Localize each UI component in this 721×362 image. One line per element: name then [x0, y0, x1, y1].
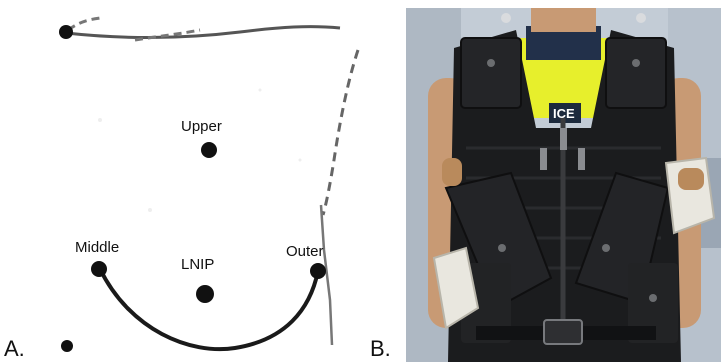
upper-point [201, 142, 217, 158]
lower-right-snap [649, 294, 657, 302]
outer-label: Outer [286, 243, 324, 260]
right-dashed-contour [323, 50, 358, 215]
shoulder-marker-right [636, 13, 646, 23]
waist-buckle [544, 320, 582, 344]
middle-label: Middle [75, 239, 119, 256]
zipper-pull-left [540, 148, 547, 170]
zipper-pull-center [560, 128, 567, 150]
upper-left-snap [487, 59, 495, 67]
landmark-diagram: Upper Middle LNIP Outer [40, 0, 360, 362]
panel-a-label: A. [4, 336, 25, 362]
corner-marker-top-left [59, 25, 73, 39]
left-arm-sensor [442, 158, 462, 186]
panel-b-label: B. [370, 336, 391, 362]
vest-photo: ICE [406, 8, 721, 362]
right-chest-snap [602, 244, 610, 252]
upper-label: Upper [181, 118, 222, 135]
outer-point [310, 263, 326, 279]
lnip-label: LNIP [181, 256, 214, 273]
zipper-pull-right [578, 148, 585, 170]
middle-point [91, 261, 107, 277]
upper-right-snap [632, 59, 640, 67]
top-contour-line [66, 27, 340, 38]
corner-marker-bottom-left [61, 340, 73, 352]
right-arm-sensor [678, 168, 704, 190]
breast-contour-curve [100, 269, 318, 349]
upper-right-pouch [606, 38, 666, 108]
neck [531, 8, 596, 32]
shoulder-marker-left [501, 13, 511, 23]
lnip-point [196, 285, 214, 303]
upper-left-pouch [461, 38, 521, 108]
left-chest-snap [498, 244, 506, 252]
